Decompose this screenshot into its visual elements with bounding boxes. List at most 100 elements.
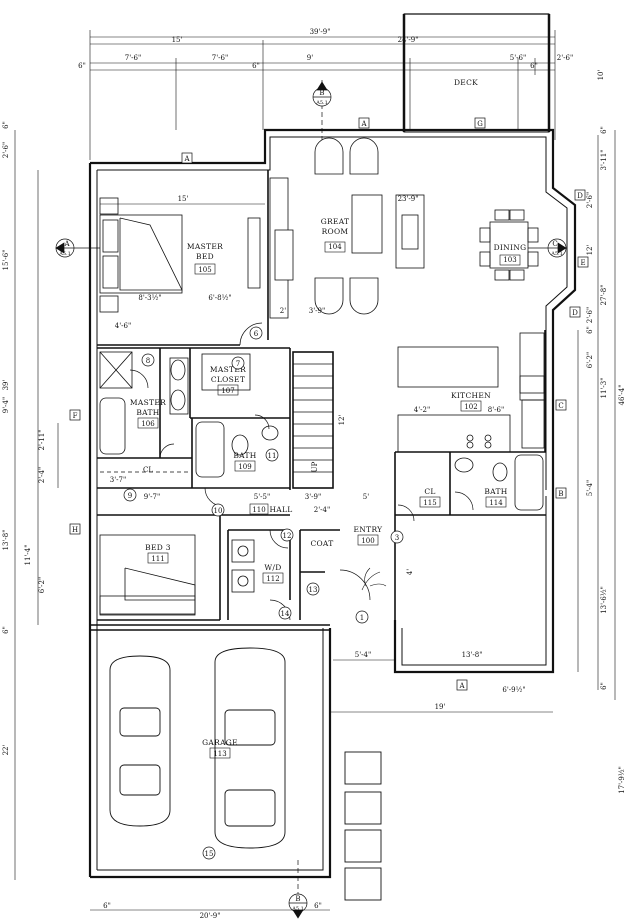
dim-right-46-4: 46'-4": [618, 385, 626, 406]
window-tag-a2: A: [360, 120, 367, 128]
dim-right-27-8: 27'-8": [600, 285, 608, 306]
door-tag-8: 8: [146, 357, 150, 365]
dim-gr-23-9: 23'-9": [398, 195, 419, 203]
cl-115-number: 115: [423, 499, 436, 507]
hall-label: HALL: [269, 505, 292, 514]
window-tag-g: F: [73, 412, 78, 420]
section-marker-left: [55, 238, 100, 258]
dim-right-width: 24'-9": [398, 36, 419, 44]
window-tag-a3: A: [458, 682, 465, 690]
window-tag-d2: D: [572, 309, 578, 317]
master-bath-label-2: BATH: [136, 408, 159, 417]
great-room-number: 104: [328, 243, 342, 251]
dim-h-2-4: 2'-4": [314, 506, 330, 514]
dim-left-15-6: 15'-6": [2, 250, 10, 271]
dim-left-total: 39': [2, 380, 10, 391]
window-tag-h: H: [72, 526, 78, 534]
stepping-stones: [344, 751, 382, 901]
dim-left-13-8: 13'-8": [2, 530, 10, 551]
door-tag-14: 14: [281, 610, 290, 618]
door-tag-13: 13: [309, 586, 318, 594]
side-dim-labels: 39' 15'-6" 2'-6" 6" 9'-4" 2'-11" 2'-4" 1…: [2, 121, 626, 794]
section-marker-bottom: [288, 860, 308, 919]
bath-109-label: BATH: [233, 451, 256, 460]
dim-h-5-5: 5'-5": [254, 493, 270, 501]
wd-label: W/D: [264, 563, 281, 572]
room-labels: GREAT ROOM 104 DINING 103 103 MASTER BED…: [130, 217, 527, 759]
dim-deck-depth: 10': [597, 70, 605, 81]
top-dimensions: [89, 30, 556, 160]
dim-gar-5-4: 5'-4": [355, 651, 371, 659]
dim-right-6mid: 6": [586, 326, 594, 334]
wd-number: 112: [266, 575, 279, 583]
dim-right-11-3: 11'-3": [600, 378, 608, 399]
dim-right-2-6b: 2'-6": [586, 307, 594, 323]
stair-up-label: UP: [311, 461, 319, 472]
dim-left-22: 22': [2, 745, 10, 756]
dim-right-3-11: 3'-11": [600, 150, 608, 171]
dim-bot-20-9: 20'-9": [200, 912, 221, 920]
dim-st-12: 12': [338, 415, 346, 426]
door-tag-1: 1: [360, 614, 364, 622]
window-tags: A A G D E D C B F H A: [69, 117, 589, 691]
dim-gar-13-8: 13'-8": [462, 651, 483, 659]
dim-left-6a: 6": [2, 121, 10, 129]
dim-k-8-6: 8'-6": [488, 406, 504, 414]
interior-dimensions: 15' 23'-9" 8'-3½" 6'-8½" 2' 3'-9" 4'-6" …: [90, 195, 553, 920]
entry-label: ENTRY: [354, 525, 384, 534]
dim-overall: 39'-9": [310, 28, 331, 36]
dim-right-6: 6": [600, 682, 608, 690]
dim-cl-3-7: 3'-7": [110, 476, 126, 484]
door-tag-11: 11: [268, 452, 277, 460]
dim-mb-8-3: 8'-3½": [138, 294, 161, 302]
kitchen-number: 102: [464, 403, 477, 411]
dim-left-2-6: 2'-6": [2, 142, 10, 158]
master-closet-label-2: CLOSET: [211, 375, 245, 384]
dining-number-box: 103: [503, 256, 516, 264]
dim-top-d: 5'-6": [510, 54, 526, 62]
exterior-walls: [88, 128, 577, 879]
bed3-label: BED 3: [145, 543, 171, 552]
master-bed-label-2: BED: [196, 252, 214, 261]
dim-right-12: 12': [586, 245, 594, 256]
section-bottom-label: B: [295, 895, 300, 903]
dim-left-2-11: 2'-11": [38, 430, 46, 451]
dim-left-6-2: 6'-2": [38, 577, 46, 593]
bed3-number: 111: [151, 555, 164, 563]
dim-mb-2: 2': [280, 307, 286, 315]
garage-number: 113: [213, 750, 226, 758]
window-tag-f: G: [477, 120, 483, 128]
great-room-label-2: ROOM: [322, 227, 349, 236]
garage-label: GARAGE: [202, 738, 238, 747]
garage-cars: [109, 647, 286, 849]
dim-gar-19: 19': [435, 703, 446, 711]
door-tag-6: 6: [254, 330, 259, 338]
dim-right-6top: 6": [600, 126, 608, 134]
dim-right-5-4: 5'-4": [586, 480, 594, 496]
dim-right-13-6: 13'-6½": [600, 586, 608, 614]
kitchen-label: KITCHEN: [451, 391, 491, 400]
section-marker-right: [528, 238, 567, 258]
dim-left-2-4: 2'-4": [38, 467, 46, 483]
coat-label: COAT: [310, 539, 333, 548]
hall-number: 110: [252, 506, 265, 514]
dim-h-3-9: 3'-9": [305, 493, 321, 501]
section-marker-top: [312, 80, 332, 140]
dim-h-5: 5': [363, 493, 369, 501]
section-left-sheet: A5.1: [58, 251, 71, 257]
door-tag-12: 12: [283, 532, 292, 540]
dim-mb-4-6: 4'-6": [115, 322, 131, 330]
great-room-label-1: GREAT: [321, 217, 350, 226]
dim-left-9-4: 9'-4": [2, 397, 10, 413]
cl-115-label: CL: [424, 487, 435, 496]
section-top-sheet: A5.1: [315, 100, 328, 106]
master-bath-number: 106: [141, 420, 155, 428]
window-tag-d1: D: [577, 192, 583, 200]
dim-mb-15: 15': [178, 195, 189, 203]
dining-label: DINING: [494, 243, 527, 252]
dim-top-f: 6": [78, 62, 86, 70]
exterior-walls-inner: [96, 136, 568, 871]
deck-label: DECK: [454, 78, 478, 87]
dim-top-h: 6": [530, 62, 538, 70]
